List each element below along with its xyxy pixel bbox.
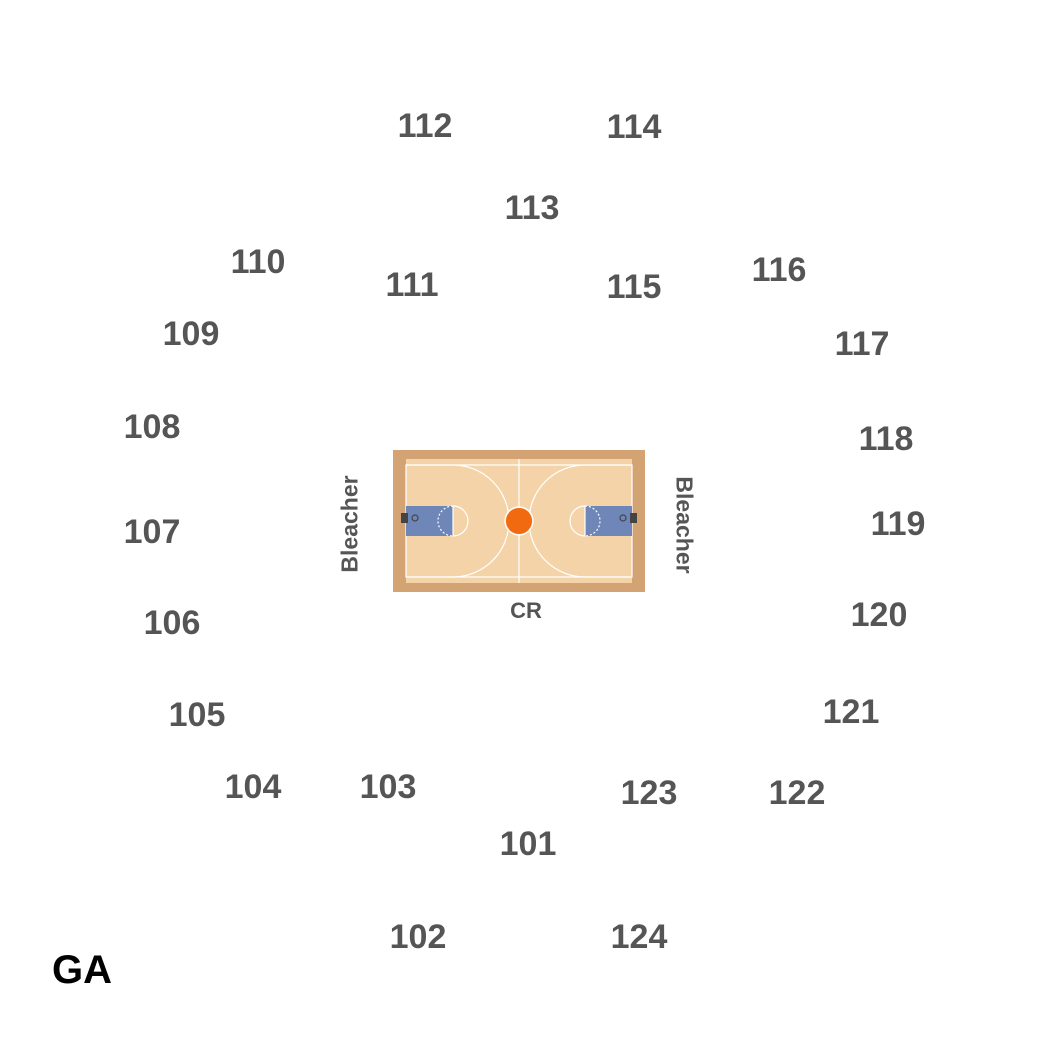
section-118[interactable]: 118	[858, 420, 914, 458]
section-113[interactable]: 113	[504, 189, 560, 227]
section-117[interactable]: 117	[834, 325, 890, 363]
section-101[interactable]: 101	[499, 825, 557, 863]
section-112[interactable]: 112	[397, 107, 453, 145]
basketball-court-icon	[393, 450, 645, 592]
section-110[interactable]: 110	[230, 243, 286, 281]
court-side-cr[interactable]: CR	[510, 598, 542, 623]
section-103[interactable]: 103	[359, 768, 417, 806]
section-106[interactable]: 106	[143, 604, 201, 642]
right-hoop-icon	[619, 513, 637, 523]
section-105[interactable]: 105	[168, 696, 226, 734]
left-hoop-icon	[401, 513, 419, 523]
section-115[interactable]: 115	[606, 268, 662, 306]
section-122[interactable]: 122	[768, 774, 826, 812]
section-116[interactable]: 116	[751, 251, 807, 289]
section-108[interactable]: 108	[123, 408, 181, 446]
section-120[interactable]: 120	[850, 596, 908, 634]
section-114[interactable]: 114	[606, 108, 662, 146]
general-admission-label[interactable]: GA	[52, 948, 112, 992]
basketball-icon	[506, 508, 532, 534]
section-119[interactable]: 119	[870, 505, 926, 543]
section-104[interactable]: 104	[224, 768, 282, 806]
section-121[interactable]: 121	[822, 693, 880, 731]
section-102[interactable]: 102	[389, 918, 447, 956]
bleacher-right[interactable]: Bleacher	[671, 476, 698, 574]
section-124[interactable]: 124	[610, 918, 668, 956]
section-107[interactable]: 107	[123, 513, 181, 551]
section-123[interactable]: 123	[620, 774, 678, 812]
section-111[interactable]: 111	[385, 266, 439, 304]
bleacher-left[interactable]: Bleacher	[336, 475, 363, 573]
section-109[interactable]: 109	[162, 315, 220, 353]
